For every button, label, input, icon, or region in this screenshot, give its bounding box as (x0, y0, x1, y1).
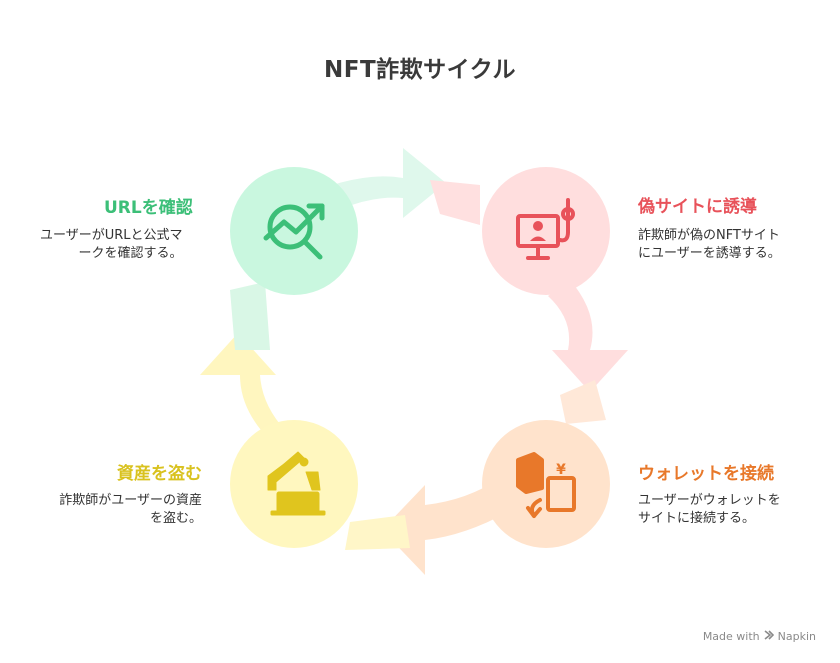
arrow-left (200, 333, 285, 440)
arrow-top-fade (430, 180, 480, 225)
desc-line: 詐欺師がユーザーの資産 (59, 493, 202, 508)
circle-lure (482, 167, 610, 295)
arrow-bottom-fade (345, 515, 410, 550)
step-desc-lure: 詐欺師が偽のNFTサイト にユーザーを誘導する。 (638, 227, 781, 263)
footer-text: Made with (702, 630, 760, 643)
desc-line: ユーザーがURLと公式マ (40, 228, 183, 243)
desc-line: にユーザーを誘導する。 (638, 246, 781, 261)
svg-text:¥: ¥ (556, 462, 566, 478)
step-heading-check-url: URLを確認 (104, 198, 193, 218)
step-desc-connect-wallet: ユーザーがウォレットを サイトに接続する。 (638, 492, 781, 528)
arrow-left-fade (230, 282, 270, 350)
step-desc-check-url: ユーザーがURLと公式マ ークを確認する。 (40, 227, 183, 263)
step-heading-lure: 偽サイトに誘導 (638, 197, 757, 217)
phishing-screen-icon (516, 198, 575, 260)
arrow-right (548, 280, 628, 392)
footer-brand: Napkin (777, 630, 816, 643)
step-desc-steal-assets: 詐欺師がユーザーの資産 を盗む。 (59, 492, 202, 528)
desc-line: ユーザーがウォレットを (638, 493, 781, 508)
made-with-napkin: Made with Napkin (703, 630, 816, 643)
napkin-logo-icon (764, 630, 774, 643)
page-title: NFT詐欺サイクル (324, 57, 516, 83)
arrow-right-fade (560, 380, 606, 424)
wallet-exchange-icon: ¥ (516, 452, 576, 518)
robotic-arm-laptop-icon (267, 451, 326, 516)
step-heading-connect-wallet: ウォレットを接続 (638, 464, 774, 484)
circle-steal-assets (230, 420, 358, 548)
desc-line: サイトに接続する。 (638, 511, 756, 526)
magnify-trend-icon (263, 203, 325, 260)
desc-line: ークを確認する。 (78, 246, 183, 261)
desc-line: を盗む。 (149, 511, 202, 526)
step-heading-steal-assets: 資産を盗む (117, 464, 202, 484)
desc-line: 詐欺師が偽のNFTサイト (638, 228, 780, 243)
